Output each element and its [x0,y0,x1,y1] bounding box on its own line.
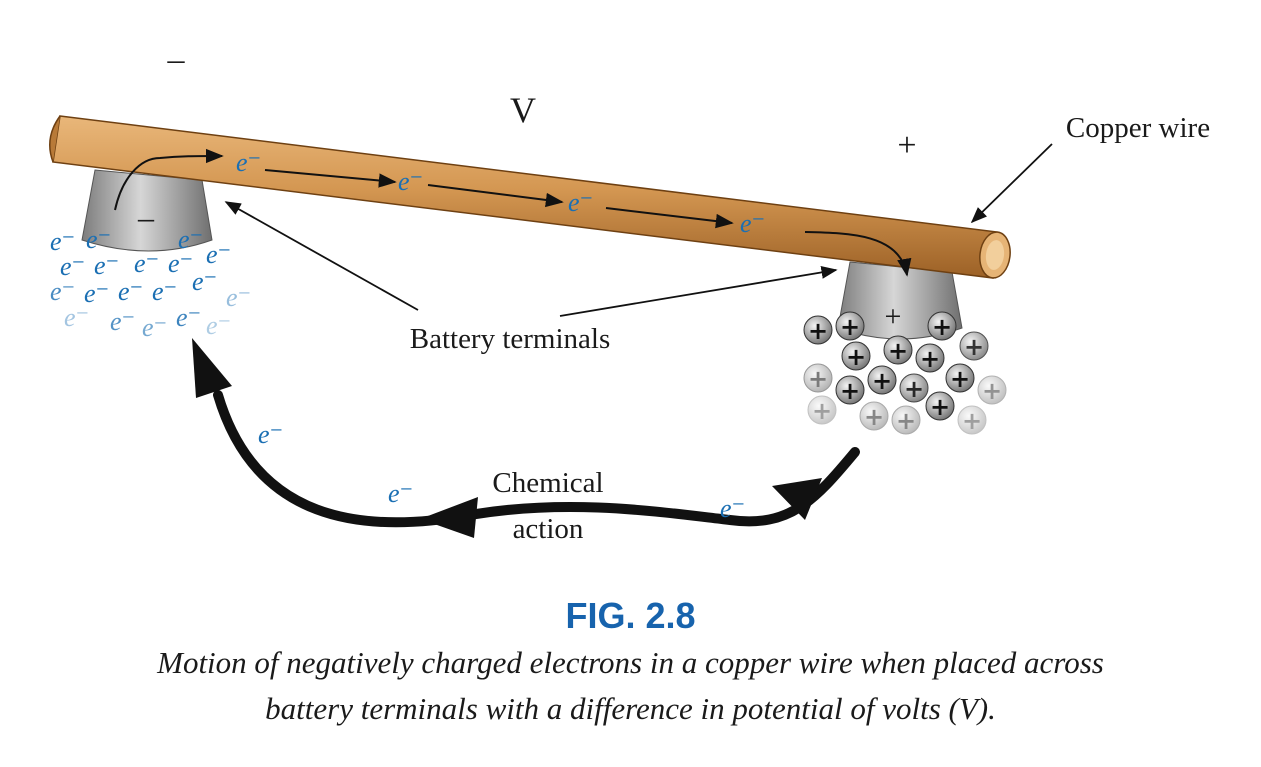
cloud-electron: e⁻ [86,225,111,254]
cloud-electron: e⁻ [134,249,159,278]
svg-text:+: + [962,407,982,435]
svg-text:+: + [888,337,908,365]
svg-text:+: + [896,407,916,435]
figure-caption: FIG. 2.8 Motion of negatively charged el… [0,594,1261,732]
cloud-electron: e⁻ [142,313,167,342]
svg-text:+: + [840,377,860,405]
chemical-action-arrowhead-mid [420,497,478,538]
cloud-electron: e⁻ [192,267,217,296]
label-pointers [224,143,1053,317]
wire-electron: e⁻ [568,188,593,217]
cloud-electron: e⁻ [176,303,201,332]
chemical-action-arrowhead-left [192,338,232,398]
positive-ion: + [977,375,1007,405]
voltage-label: V [510,90,536,130]
svg-text:+: + [846,343,866,371]
positive-ion: + [803,315,833,345]
svg-text:+: + [950,365,970,393]
svg-text:+: + [982,377,1002,405]
svg-text:+: + [920,345,940,373]
positive-ion: + [835,375,865,405]
negative-terminal-sign: – [137,199,155,235]
cloud-electron: e⁻ [50,227,75,256]
positive-ion: + [891,405,921,435]
positive-ion: + [957,405,987,435]
svg-text:+: + [964,333,984,361]
cloud-electron: e⁻ [94,251,119,280]
cloud-electron: e⁻ [206,240,231,269]
svg-text:+: + [808,365,828,393]
positive-ion: + [883,335,913,365]
cloud-electron: e⁻ [60,252,85,281]
positive-ion: + [959,331,989,361]
terminal-pointer-left [224,201,419,311]
terminal-pointer-right [559,266,838,317]
figure-number: FIG. 2.8 [565,595,696,636]
caption-text: Motion of negatively charged electrons i… [41,640,1221,732]
electron-flow-diagram: – + e⁻ e⁻ e⁻ e⁻ e⁻ e⁻ e⁻ e⁻ e⁻ e⁻ e⁻ e⁻ … [49,41,1210,545]
chemical-action-arrow-path [213,390,860,528]
svg-text:+: + [904,375,924,403]
positive-terminal-sign: + [885,300,902,333]
wire-electrons: e⁻ e⁻ e⁻ e⁻ [236,148,765,238]
flow-arrow-3 [605,207,734,229]
wire-electron: e⁻ [236,148,261,177]
cloud-electron: e⁻ [118,277,143,306]
flow-arrow-1 [264,169,397,188]
chemical-action-label-line1: Chemical [492,467,603,499]
positive-ion: + [841,341,871,371]
positive-ions: + + + + + + + + + + + + + + + + + + [803,311,1007,435]
electron-cloud: e⁻ e⁻ e⁻ e⁻ e⁻ e⁻ e⁻ e⁻ e⁻ e⁻ e⁻ e⁻ e⁻ e… [50,225,251,342]
copper-wire-label: Copper wire [1066,112,1210,144]
positive-ion: + [803,363,833,393]
exit-flow-arrow [804,231,912,277]
return-electron: e⁻ [720,494,745,523]
positive-ion: + [835,311,865,341]
cloud-electron: e⁻ [110,307,135,336]
cloud-electron: e⁻ [64,303,89,332]
negative-terminal: – [81,169,213,252]
svg-text:+: + [932,313,952,341]
flow-arrow-2 [427,184,564,208]
copper-wire-pointer [970,143,1053,224]
positive-ion: + [927,311,957,341]
entry-flow-arrow [114,148,224,211]
svg-text:+: + [872,367,892,395]
wire-electron: e⁻ [740,209,765,238]
return-electron: e⁻ [258,420,283,449]
svg-text:+: + [864,403,884,431]
cloud-electron: e⁻ [152,277,177,306]
positive-ion: + [945,363,975,393]
positive-ion: + [899,373,929,403]
positive-ion: + [807,395,837,425]
positive-ion: + [867,365,897,395]
cloud-electron: e⁻ [50,277,75,306]
wire-electron-flow [114,148,912,277]
battery-terminals-label: Battery terminals [410,323,611,355]
cloud-electron: e⁻ [168,249,193,278]
positive-sign-label: + [897,127,916,164]
chemical-action-label-line2: action [513,513,584,545]
svg-text:+: + [840,313,860,341]
chemical-action-arrowhead-right [772,478,822,520]
chemical-action-flow: e⁻ e⁻ e⁻ [192,338,860,538]
positive-ion: + [925,391,955,421]
cloud-electron: e⁻ [226,283,251,312]
positive-ion: + [859,401,889,431]
wire-electron: e⁻ [398,167,423,196]
svg-text:+: + [812,397,832,425]
cloud-electron: e⁻ [178,225,203,254]
positive-ion: + [915,343,945,373]
negative-sign-label: – [167,41,186,78]
cloud-electron: e⁻ [84,279,109,308]
return-electron: e⁻ [388,479,413,508]
caption-line-2: battery terminals with a difference in p… [265,691,996,726]
cloud-electron: e⁻ [206,311,231,340]
svg-text:+: + [808,317,828,345]
caption-line-1: Motion of negatively charged electrons i… [157,645,1104,680]
svg-text:+: + [930,393,950,421]
